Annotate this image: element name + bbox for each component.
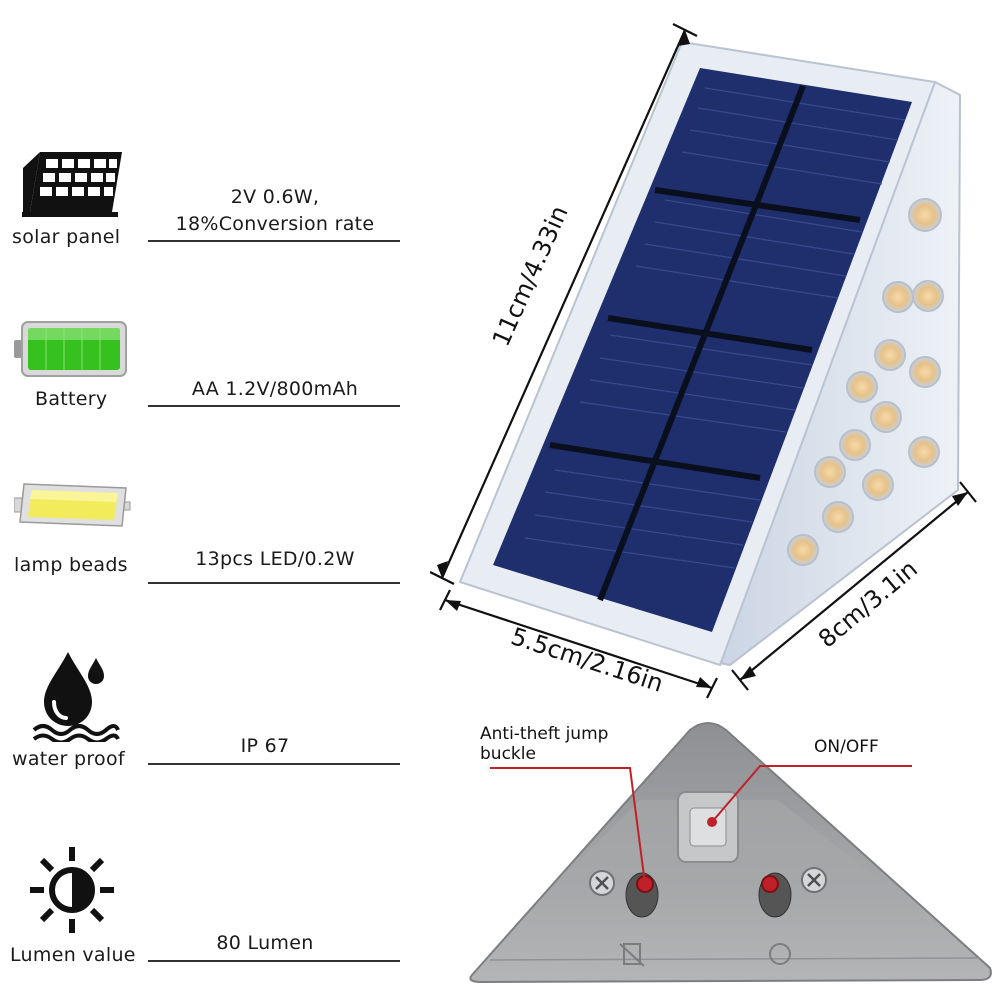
callout-anti-theft-line1: Anti-theft jump bbox=[480, 724, 609, 744]
spec-label-lamp-beads: lamp beads bbox=[14, 554, 128, 576]
battery-icon bbox=[14, 318, 130, 380]
spec-label-water-proof: water proof bbox=[12, 748, 125, 770]
product-solar-step-light bbox=[430, 20, 1000, 700]
sun-brightness-icon bbox=[22, 845, 122, 935]
led-chip-icon bbox=[14, 480, 134, 530]
spec-value-solar-panel-line2: 18%Conversion rate bbox=[175, 213, 375, 235]
water-drop-icon bbox=[30, 650, 122, 742]
spec-label-lumen-value: Lumen value bbox=[10, 944, 136, 966]
spec-divider bbox=[148, 405, 400, 407]
spec-value-battery: AA 1.2V/800mAh bbox=[191, 378, 359, 400]
spec-value-solar-panel-line1: 2V 0.6W, bbox=[230, 186, 320, 208]
product-base-view bbox=[460, 720, 1000, 990]
solar-panel-icon bbox=[18, 150, 130, 220]
spec-divider bbox=[148, 960, 400, 962]
spec-divider bbox=[148, 240, 400, 242]
spec-divider bbox=[148, 763, 400, 765]
spec-value-lumen: 80 Lumen bbox=[216, 932, 314, 954]
spec-label-solar-panel: solar panel bbox=[12, 226, 121, 248]
spec-divider bbox=[148, 582, 400, 584]
spec-value-water-proof: IP 67 bbox=[240, 735, 290, 757]
callout-on-off: ON/OFF bbox=[814, 737, 879, 757]
callout-anti-theft-line2: buckle bbox=[480, 744, 536, 764]
spec-value-lamp-beads: 13pcs LED/0.2W bbox=[195, 548, 355, 570]
spec-label-battery: Battery bbox=[35, 388, 108, 410]
